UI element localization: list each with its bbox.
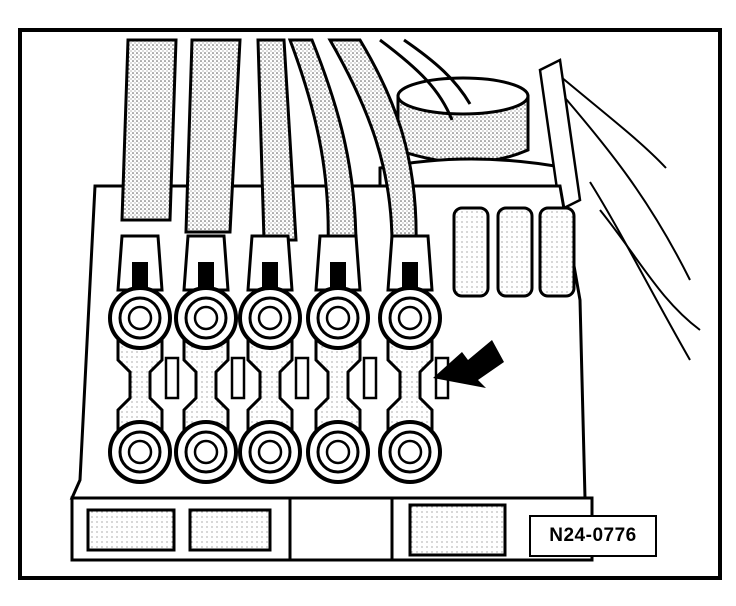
terminal-stud-4	[330, 262, 346, 292]
relay-1	[452, 206, 490, 298]
terminal-stud-2	[198, 262, 214, 292]
relay-2	[496, 206, 534, 298]
relay-3	[538, 206, 576, 298]
pointer-arrow	[433, 340, 504, 388]
lower-nut-5	[378, 420, 442, 484]
fuse-tab-4	[362, 356, 378, 400]
relays	[452, 206, 576, 298]
terminal-stud-3	[262, 262, 278, 292]
upper-nut-5	[378, 286, 442, 350]
fuse-tab-2	[230, 356, 246, 400]
fuse-strip-2	[174, 234, 246, 484]
upper-nut-4	[306, 286, 370, 350]
lower-nut-1	[108, 420, 172, 484]
fuse-strip-3	[238, 234, 310, 484]
cables	[120, 38, 472, 250]
upper-nut-2	[174, 286, 238, 350]
lower-nut-2	[174, 420, 238, 484]
side-panel	[547, 65, 701, 361]
figure-reference-label: N24-0776	[529, 515, 657, 557]
upper-nut-1	[108, 286, 172, 350]
lower-nut-4	[306, 420, 370, 484]
upper-nut-3	[238, 286, 302, 350]
lower-nut-3	[238, 420, 302, 484]
terminal-stud-5	[402, 262, 418, 292]
round-housing	[378, 76, 568, 205]
terminal-stud-1	[132, 262, 148, 292]
bracket	[538, 58, 582, 212]
fuse-strip-1	[108, 234, 180, 484]
fuse-strip-4	[306, 234, 378, 484]
fuse-strips	[108, 234, 450, 484]
fuse-tab-1	[164, 356, 180, 400]
fuse-tab-3	[294, 356, 310, 400]
